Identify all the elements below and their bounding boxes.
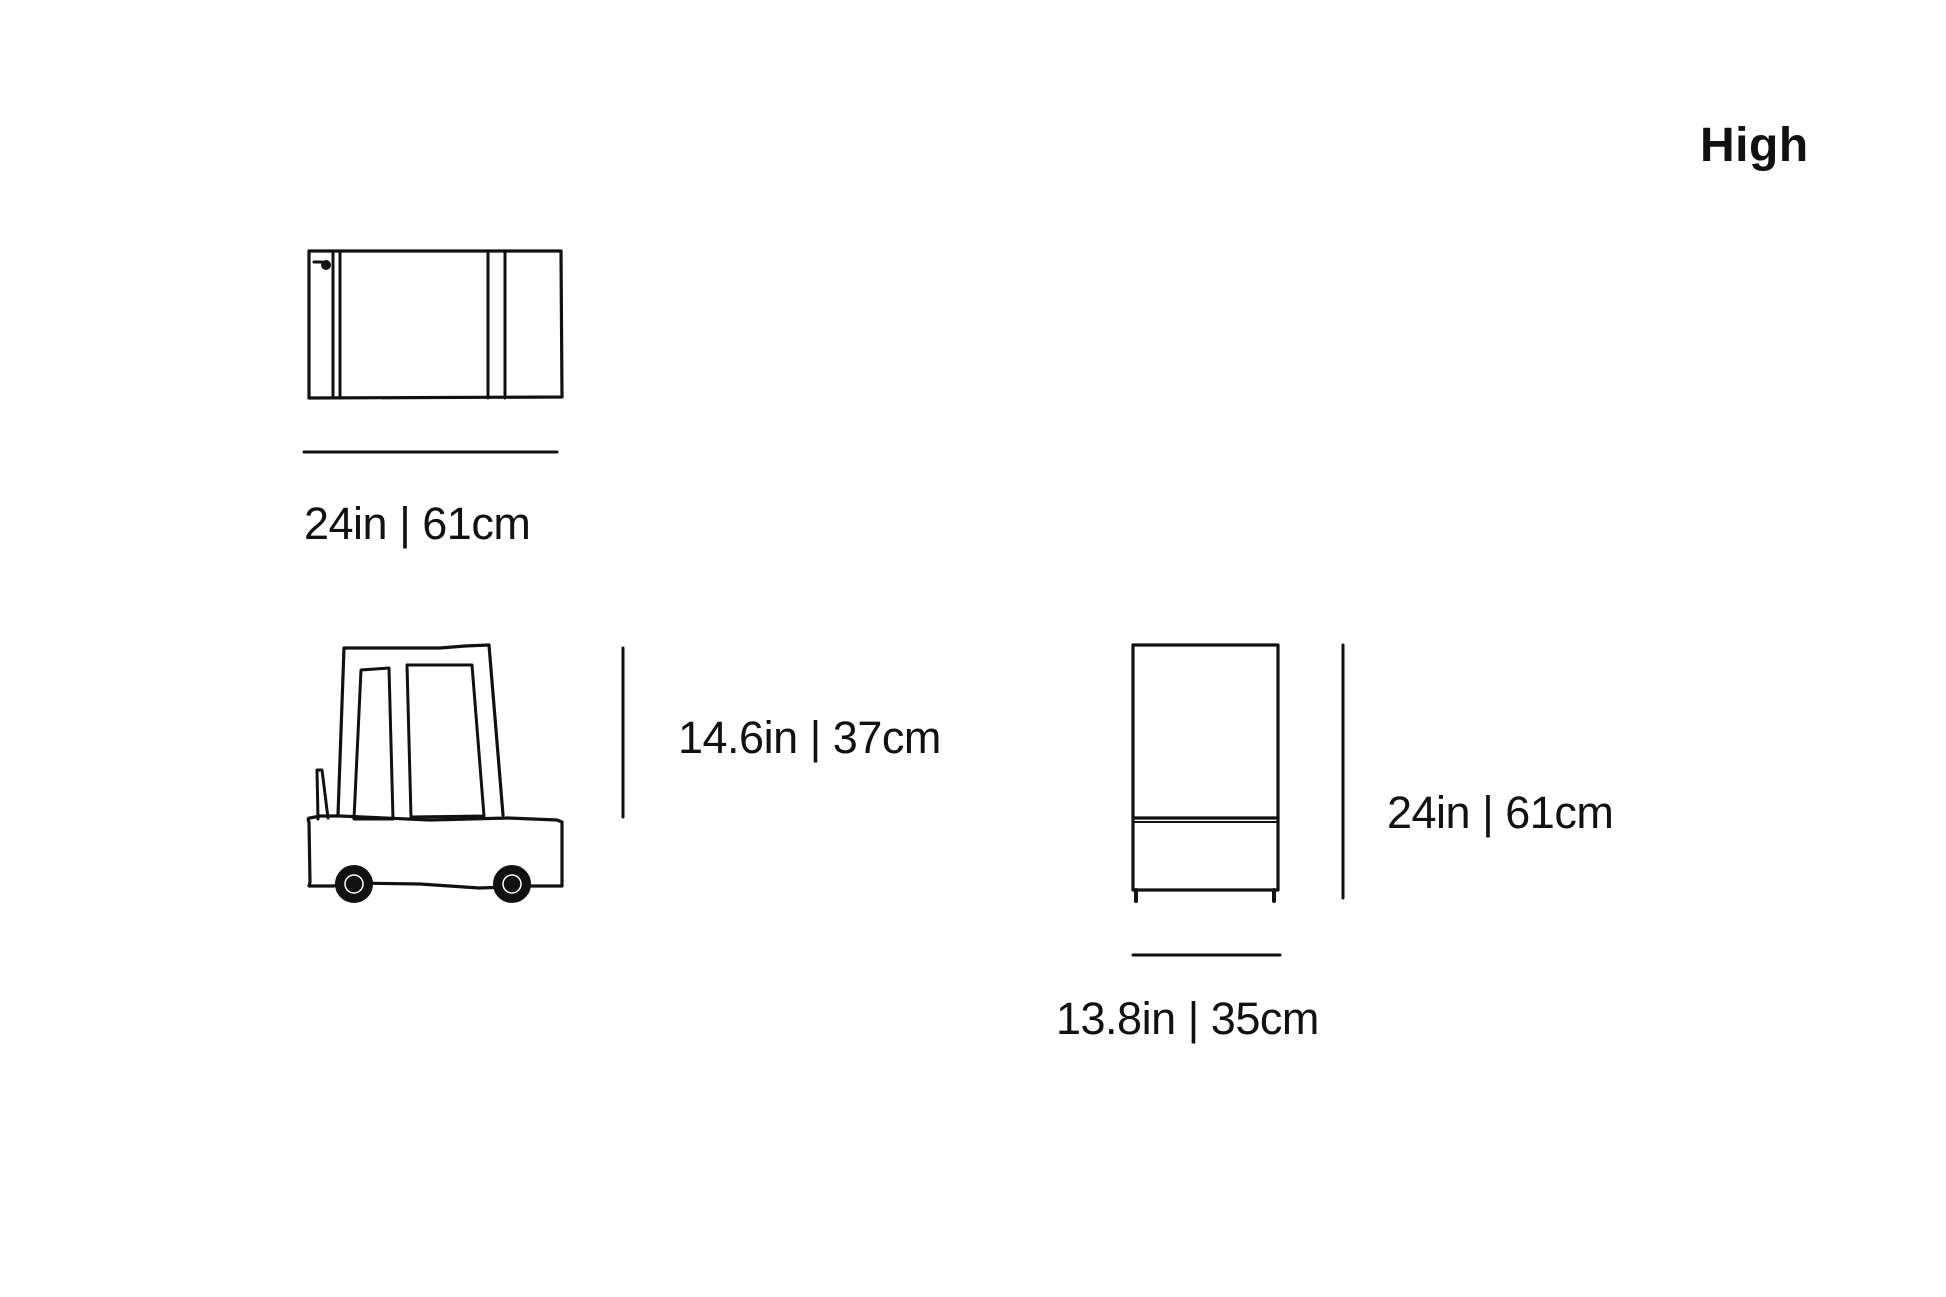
truck-exhaust-pipe [315, 768, 330, 821]
front-view [1131, 643, 1345, 957]
truck-rear-wheel [493, 865, 531, 903]
top-view-stack-icon [312, 260, 331, 270]
truck-body-outline [306, 814, 564, 890]
truck-window-right [405, 663, 486, 819]
front-view-height-label: 24in | 61cm [1387, 787, 1614, 838]
front-view-width-label: 13.8in | 35cm [1056, 993, 1319, 1044]
truck-cab-outline [336, 643, 505, 817]
truck-front-wheel [335, 865, 373, 903]
side-view [306, 643, 625, 903]
top-view-width-label: 24in | 61cm [304, 498, 531, 549]
top-view [302, 249, 564, 454]
front-view-outline [1131, 643, 1280, 892]
top-view-outline [307, 249, 564, 400]
side-view-height-label: 14.6in | 37cm [678, 712, 941, 763]
variant-title: High [1700, 119, 1809, 172]
truck-window-left [352, 666, 395, 821]
